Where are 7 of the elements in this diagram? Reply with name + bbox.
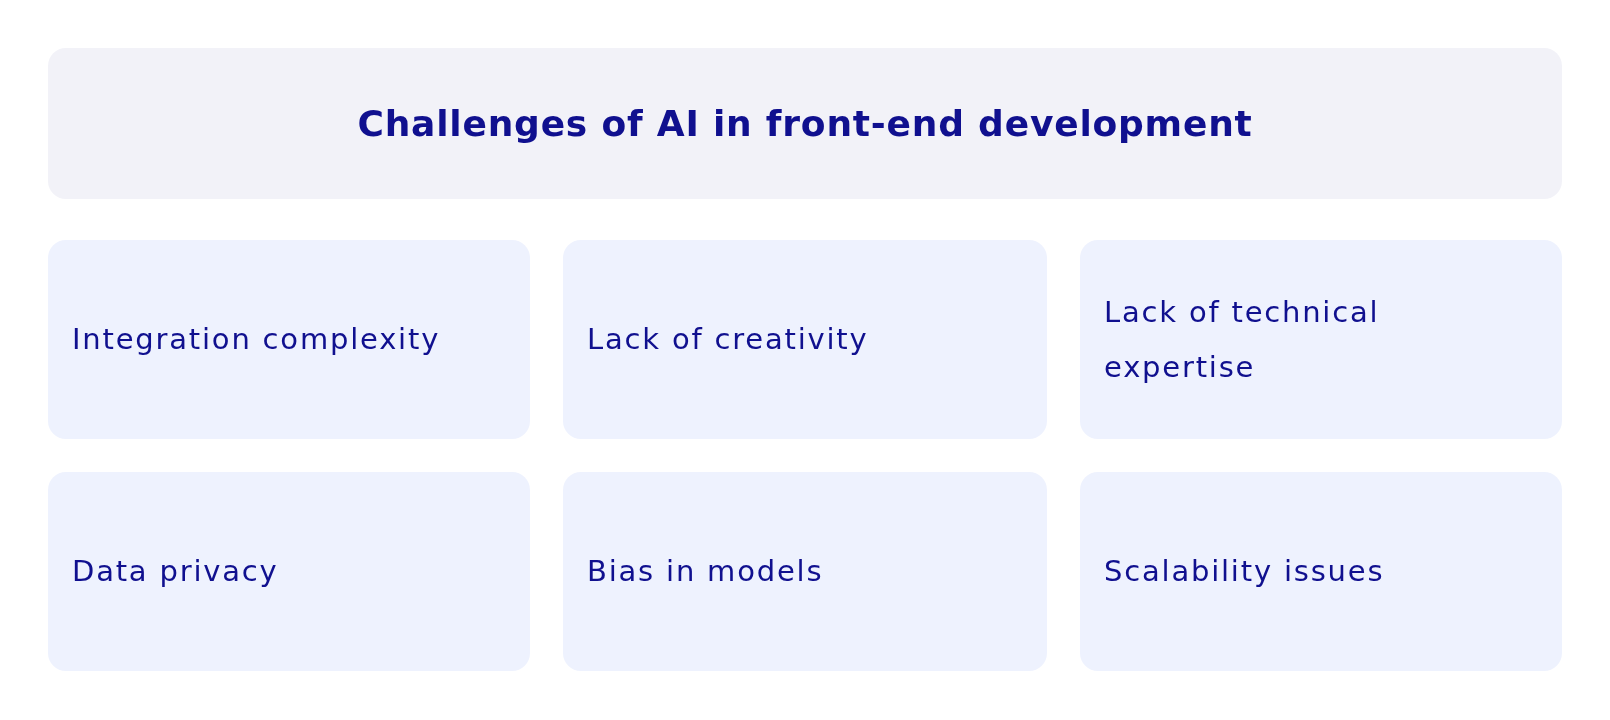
title: Challenges of AI in front-end development [357, 103, 1253, 144]
challenge-label: Lack of creativity [587, 321, 869, 358]
challenge-label: Integration complexity [72, 321, 441, 358]
challenge-label: Scalability issues [1104, 553, 1385, 590]
challenge-label: Data privacy [72, 553, 279, 590]
challenge-label: Bias in models [587, 553, 824, 590]
challenge-label: Lack of technical expertise [1104, 293, 1381, 386]
